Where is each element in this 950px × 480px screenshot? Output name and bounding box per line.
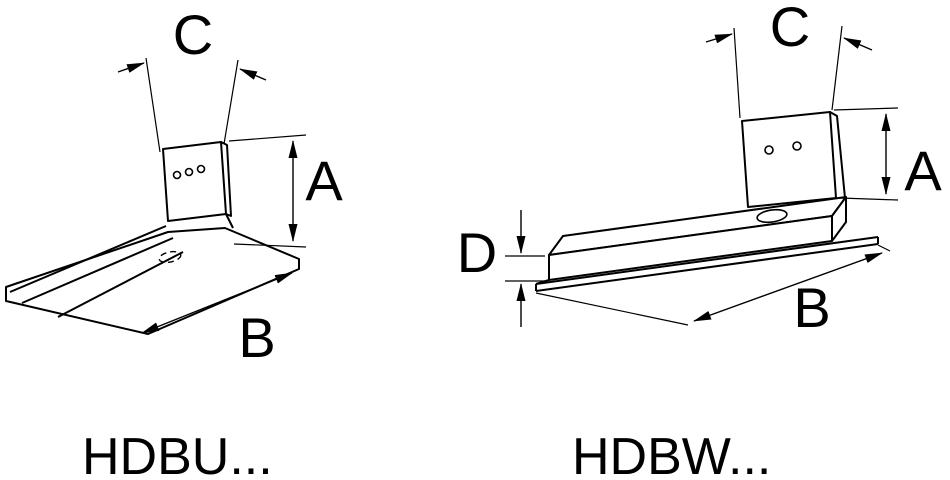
hdbw-dim-c-arrow-right xyxy=(843,37,873,51)
hdbw-oval-hole xyxy=(756,208,788,224)
hdbw-figure: C A D B HDBW... xyxy=(457,0,943,480)
hdbw-dim-d-label: D xyxy=(457,221,497,284)
hdbw-hole-2 xyxy=(792,141,802,151)
hdbw-dim-c-arrow-left xyxy=(705,33,733,44)
hdbu-hole-1 xyxy=(172,170,182,180)
hdbw-bracket-drawing xyxy=(535,111,879,292)
hdbu-dim-b-line xyxy=(141,272,293,334)
hdbw-dim-c-ext-right xyxy=(831,25,843,111)
hdbu-dim-a-ext-bottom xyxy=(233,243,307,248)
hdbu-dim-c-arrow-right xyxy=(239,68,267,81)
hdbw-flange-left-sliver xyxy=(535,279,550,285)
hdbu-tab-plate xyxy=(162,141,227,222)
hdbw-arm-end-face xyxy=(831,196,847,242)
hdbu-dim-c-label: C xyxy=(173,3,213,66)
hdbw-dim-b-label: B xyxy=(793,276,830,339)
hdbu-gusset-edge-2 xyxy=(21,237,174,304)
hdbw-dimension-a: A xyxy=(833,107,942,202)
hdbu-gusset-edge-1 xyxy=(9,225,167,293)
hdbu-dim-c-ext-left xyxy=(145,57,161,153)
hdbu-dim-b-label: B xyxy=(238,306,275,369)
hdbw-dim-a-ext-top xyxy=(833,107,899,111)
hdbu-dimension-a: A xyxy=(228,134,343,248)
hdbw-dim-a-label: A xyxy=(904,139,942,202)
hdbu-dim-c-arrow-left xyxy=(117,62,145,73)
hdbw-dimension-b: B xyxy=(535,244,891,339)
hdbw-dim-c-ext-left xyxy=(733,27,741,119)
hdbw-tab-bend-edge xyxy=(829,111,846,199)
hdbu-hole-2 xyxy=(184,167,194,177)
hdbw-dimension-c: C xyxy=(705,0,873,119)
hdbw-hole-1 xyxy=(764,145,774,155)
hdbu-gusset-edge-3 xyxy=(57,251,184,318)
hdbw-dim-b-ext-left xyxy=(535,292,689,326)
hdbu-dimension-b: B xyxy=(141,272,293,369)
hdbu-caption: HDBU... xyxy=(82,428,273,480)
hdbu-dimension-c: C xyxy=(117,3,267,153)
hdbw-dim-a-ext-bottom xyxy=(839,197,899,201)
hdbu-tab-base-joint xyxy=(225,213,234,229)
hdbw-dim-b-line xyxy=(693,252,883,322)
hdbu-figure: C A B HDBU... xyxy=(5,3,343,480)
hdbu-hidden-hole xyxy=(158,250,182,264)
hdbw-dimension-d: D xyxy=(457,210,545,327)
hdbu-dim-a-label: A xyxy=(305,149,343,212)
hdbu-dim-c-ext-right xyxy=(223,59,239,145)
hdbw-tab-plate xyxy=(741,111,837,208)
hdbw-dim-c-label: C xyxy=(770,0,810,58)
hdbu-hole-3 xyxy=(196,164,206,174)
hdbw-caption: HDBW... xyxy=(572,428,771,480)
hdbu-dim-a-ext-top xyxy=(228,134,307,142)
hdbw-dim-b-ext-right xyxy=(877,244,891,252)
